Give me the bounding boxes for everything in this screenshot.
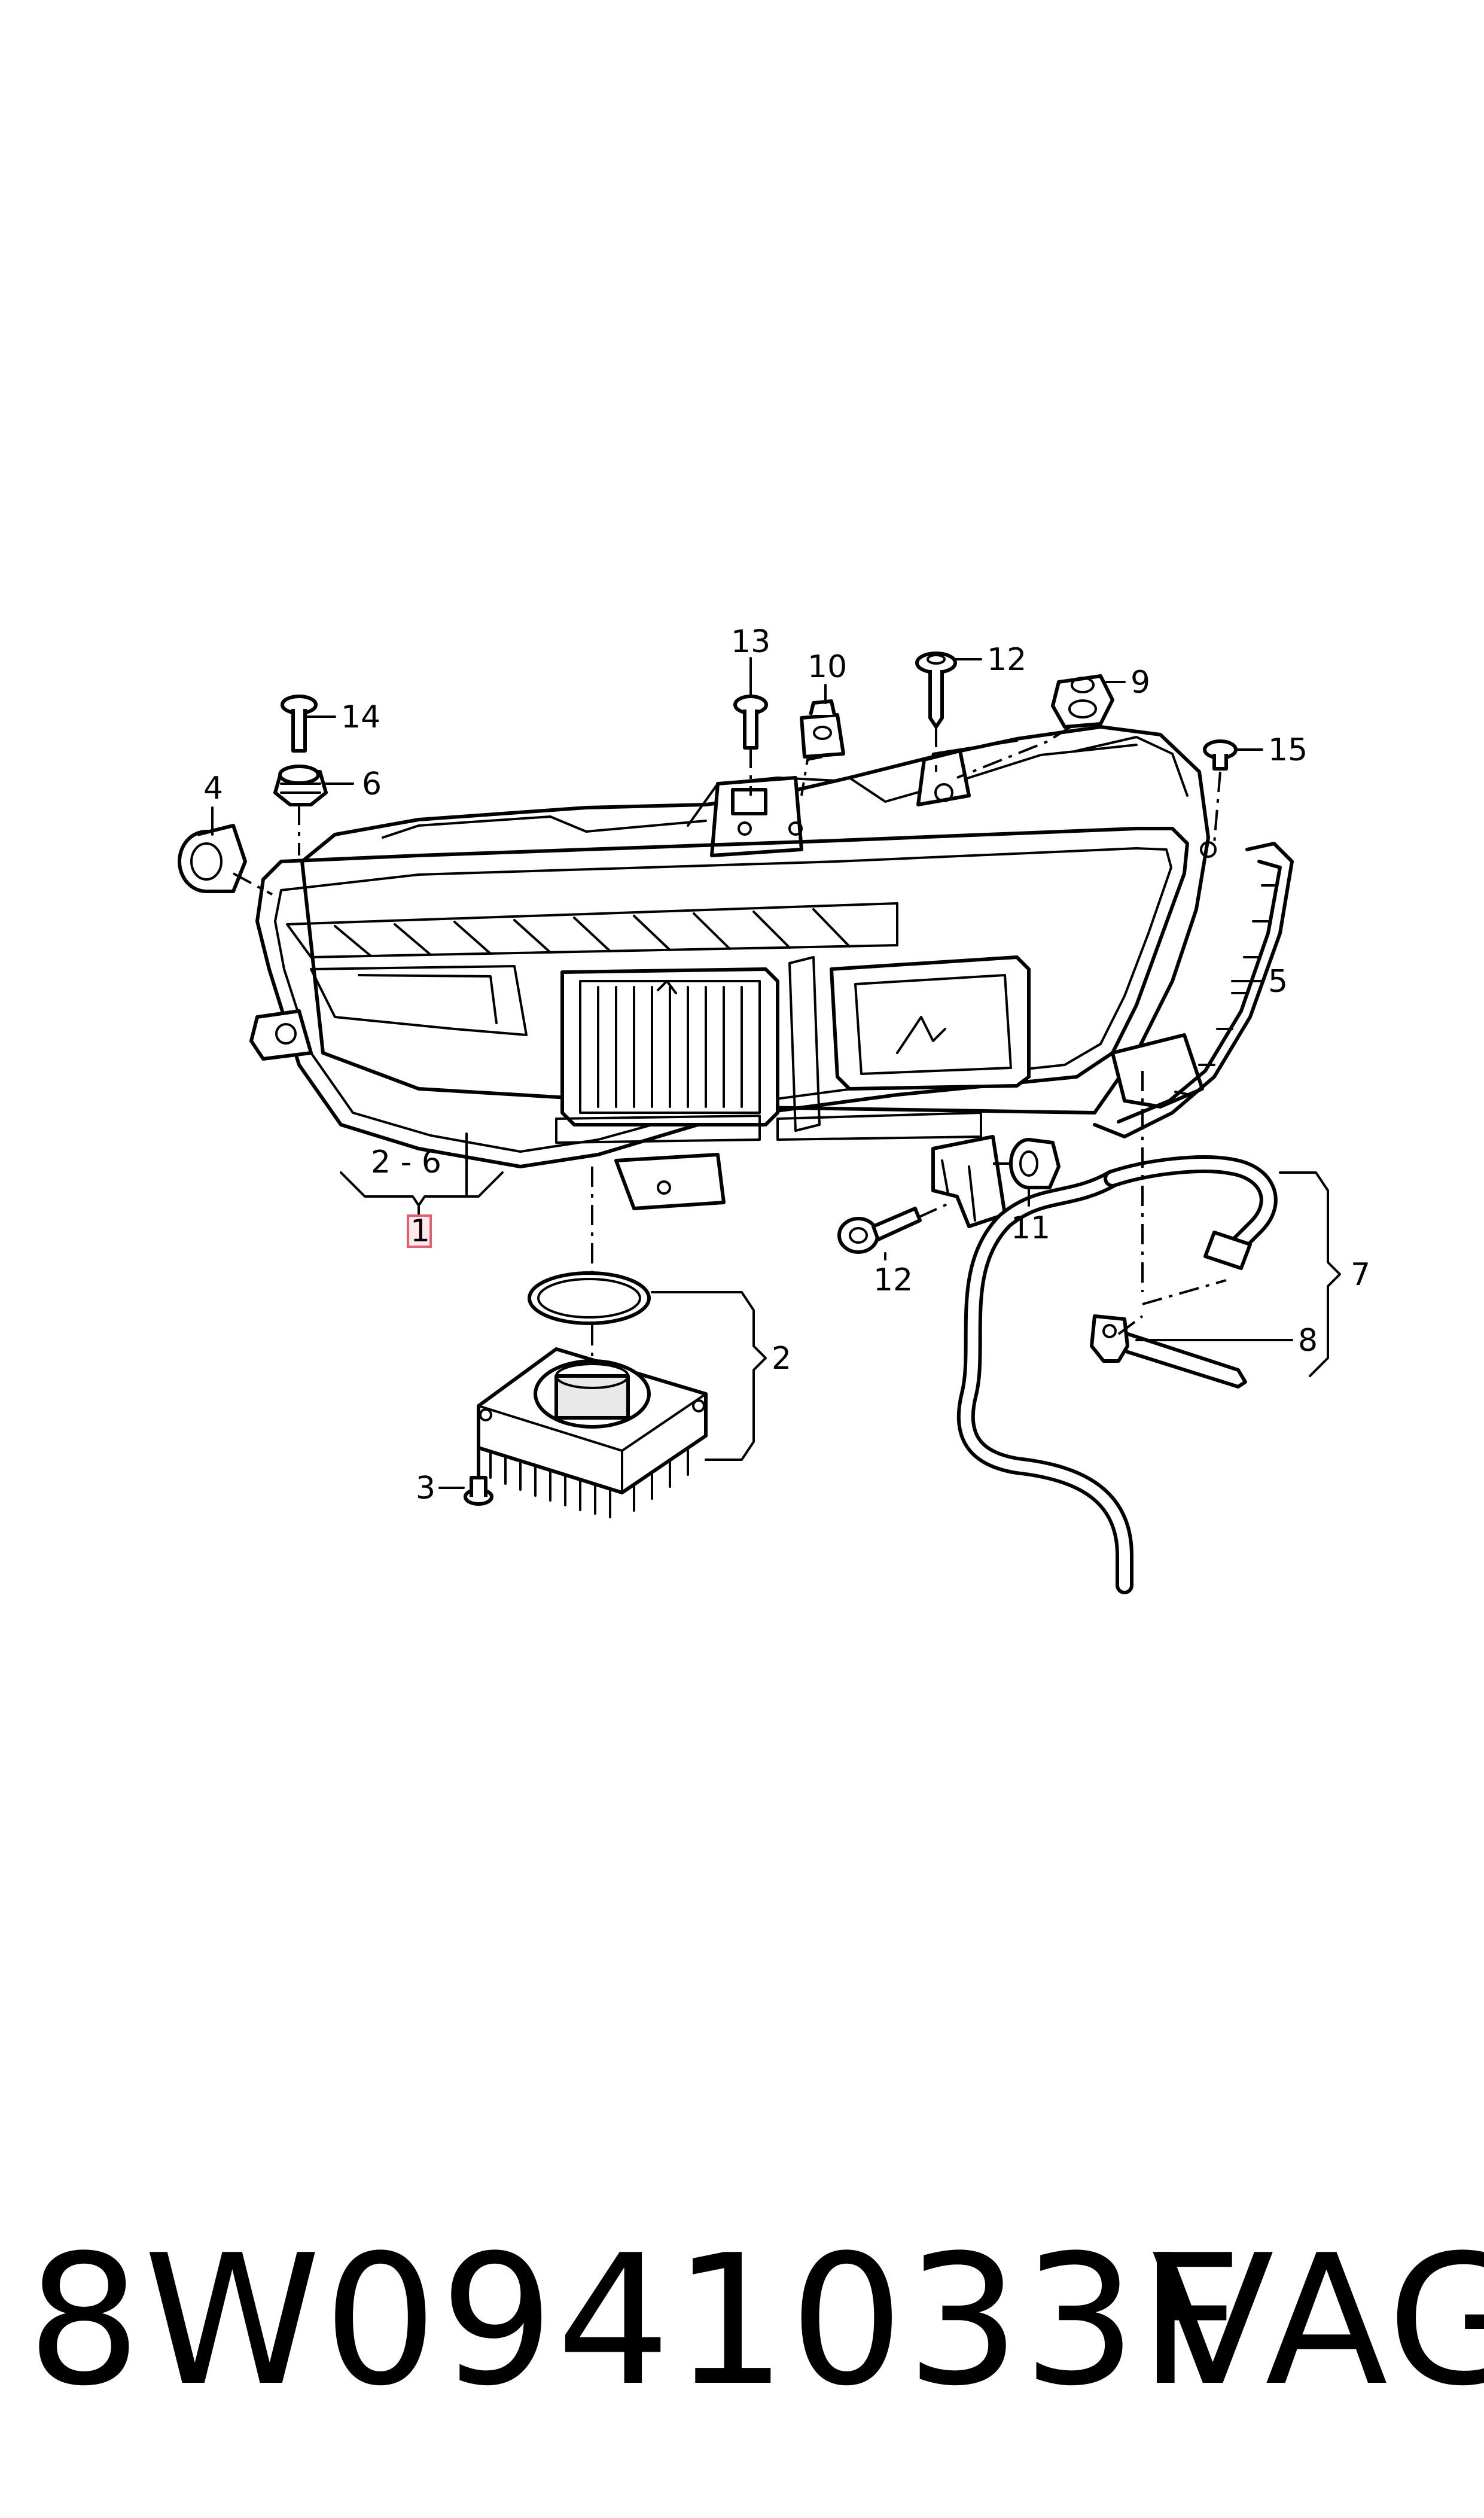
callout-8: 8 xyxy=(1298,1323,1318,1359)
part-5-trim-strip xyxy=(1093,842,1294,1138)
leader-lines xyxy=(211,657,1341,1489)
callout-2-6: 2 - 6 xyxy=(371,1144,441,1180)
part-9-bracket xyxy=(1051,674,1114,729)
cooling-fins xyxy=(489,1450,689,1518)
callout-9: 9 xyxy=(1130,665,1150,701)
part-2-control-unit xyxy=(477,1271,708,1518)
callout-2: 2 xyxy=(772,1341,791,1377)
part-4-cap xyxy=(178,824,247,893)
callout-15: 15 xyxy=(1268,732,1308,768)
callout-5: 5 xyxy=(1268,964,1288,1000)
part-3-screw xyxy=(464,1446,493,1506)
callout-11: 11 xyxy=(1011,1210,1050,1246)
callout-7: 7 xyxy=(1351,1257,1370,1293)
headlight-housing xyxy=(249,725,1217,1228)
callout-1: 1 xyxy=(410,1213,430,1249)
part-15-bolt xyxy=(1203,739,1238,771)
callout-12-top: 12 xyxy=(987,642,1026,678)
part-10-clip-nut xyxy=(800,699,845,759)
callout-labels: 14 6 4 13 10 12 9 15 5 11 12 7 8 2 3 2 -… xyxy=(203,624,1370,1506)
part-11-grommet xyxy=(1009,1138,1061,1189)
assembly-lines xyxy=(233,726,1227,1358)
matrix-slats xyxy=(597,986,743,1108)
callout-3: 3 xyxy=(416,1470,435,1506)
footer: 8W0941033F VAG xyxy=(27,2216,1484,2425)
callout-14: 14 xyxy=(341,699,380,735)
part-12-top-screw xyxy=(915,651,957,729)
part-8-cable-tie xyxy=(1090,1314,1247,1389)
callout-13: 13 xyxy=(731,624,770,660)
highlight-box-1 xyxy=(407,1214,432,1248)
part-12-bottom-screw xyxy=(837,1207,922,1254)
callout-12-bottom: 12 xyxy=(873,1262,913,1298)
part-14-screw xyxy=(281,695,318,753)
brand-name: VAG xyxy=(1151,2216,1484,2425)
callout-6: 6 xyxy=(362,766,382,802)
part-13-screw xyxy=(733,695,768,750)
part-number: 8W0941033F xyxy=(27,2216,1245,2425)
callout-10: 10 xyxy=(807,649,847,685)
part-6-adjuster xyxy=(273,765,328,806)
callout-4: 4 xyxy=(203,771,223,806)
